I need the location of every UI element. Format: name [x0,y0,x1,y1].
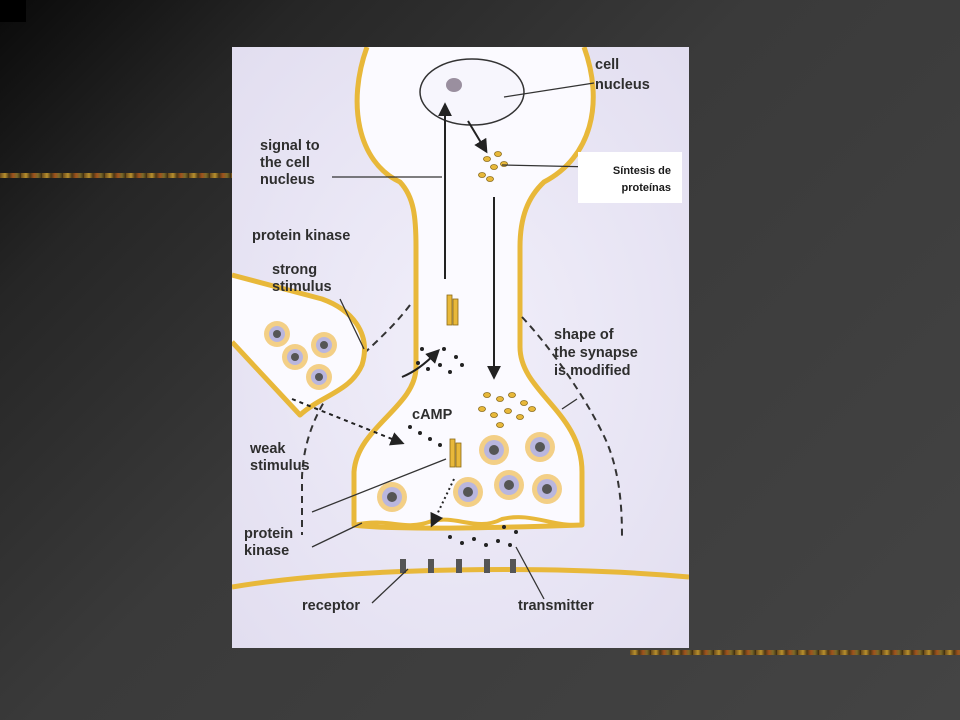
label-weak-2: stimulus [250,458,310,474]
axon-vesicles [264,321,337,390]
label-protein-bottom-1: protein [244,526,293,542]
label-signal-2: the cell [260,155,310,171]
annotation-line-1: Síntesis de [613,165,671,177]
label-cell-nucleus-2: nucleus [595,77,650,93]
decorative-strip-right [630,650,960,655]
modified-synapse-outline-right [521,316,623,538]
label-shape-3: is modified [554,363,631,379]
label-receptor: receptor [302,598,360,614]
annotation-line-2: proteínas [621,182,671,194]
label-protein-bottom-2: kinase [244,543,289,559]
decorative-strip-left [0,173,232,178]
label-signal-1: signal to [260,138,320,154]
label-cell-nucleus-1: cell [595,57,619,73]
synaptic-cleft-edge [353,515,583,528]
label-signal-3: nucleus [260,172,315,188]
postsynaptic-membrane [232,567,689,590]
nucleolus [446,78,462,92]
annotation-box [578,152,682,203]
label-strong-1: strong [272,262,317,278]
label-camp: cAMP [412,407,453,423]
receptors [400,559,516,573]
figure-panel: cell nucleus signal to the cell nucleus … [232,47,689,648]
protein-granules [478,151,536,428]
label-transmitter: transmitter [518,598,594,614]
label-shape-2: the synapse [554,345,638,361]
label-strong-2: stimulus [272,279,332,295]
label-weak-1: weak [249,441,286,457]
protein-kinase-units [446,294,462,468]
cell-nucleus [419,58,525,126]
label-protein-kinase-top: protein kinase [252,228,350,244]
pathway-arrows [291,102,501,528]
synapse-diagram: cell nucleus signal to the cell nucleus … [232,47,689,648]
synaptic-vesicles [377,432,562,512]
label-shape-1: shape of [554,327,614,343]
corner-block [0,0,26,22]
